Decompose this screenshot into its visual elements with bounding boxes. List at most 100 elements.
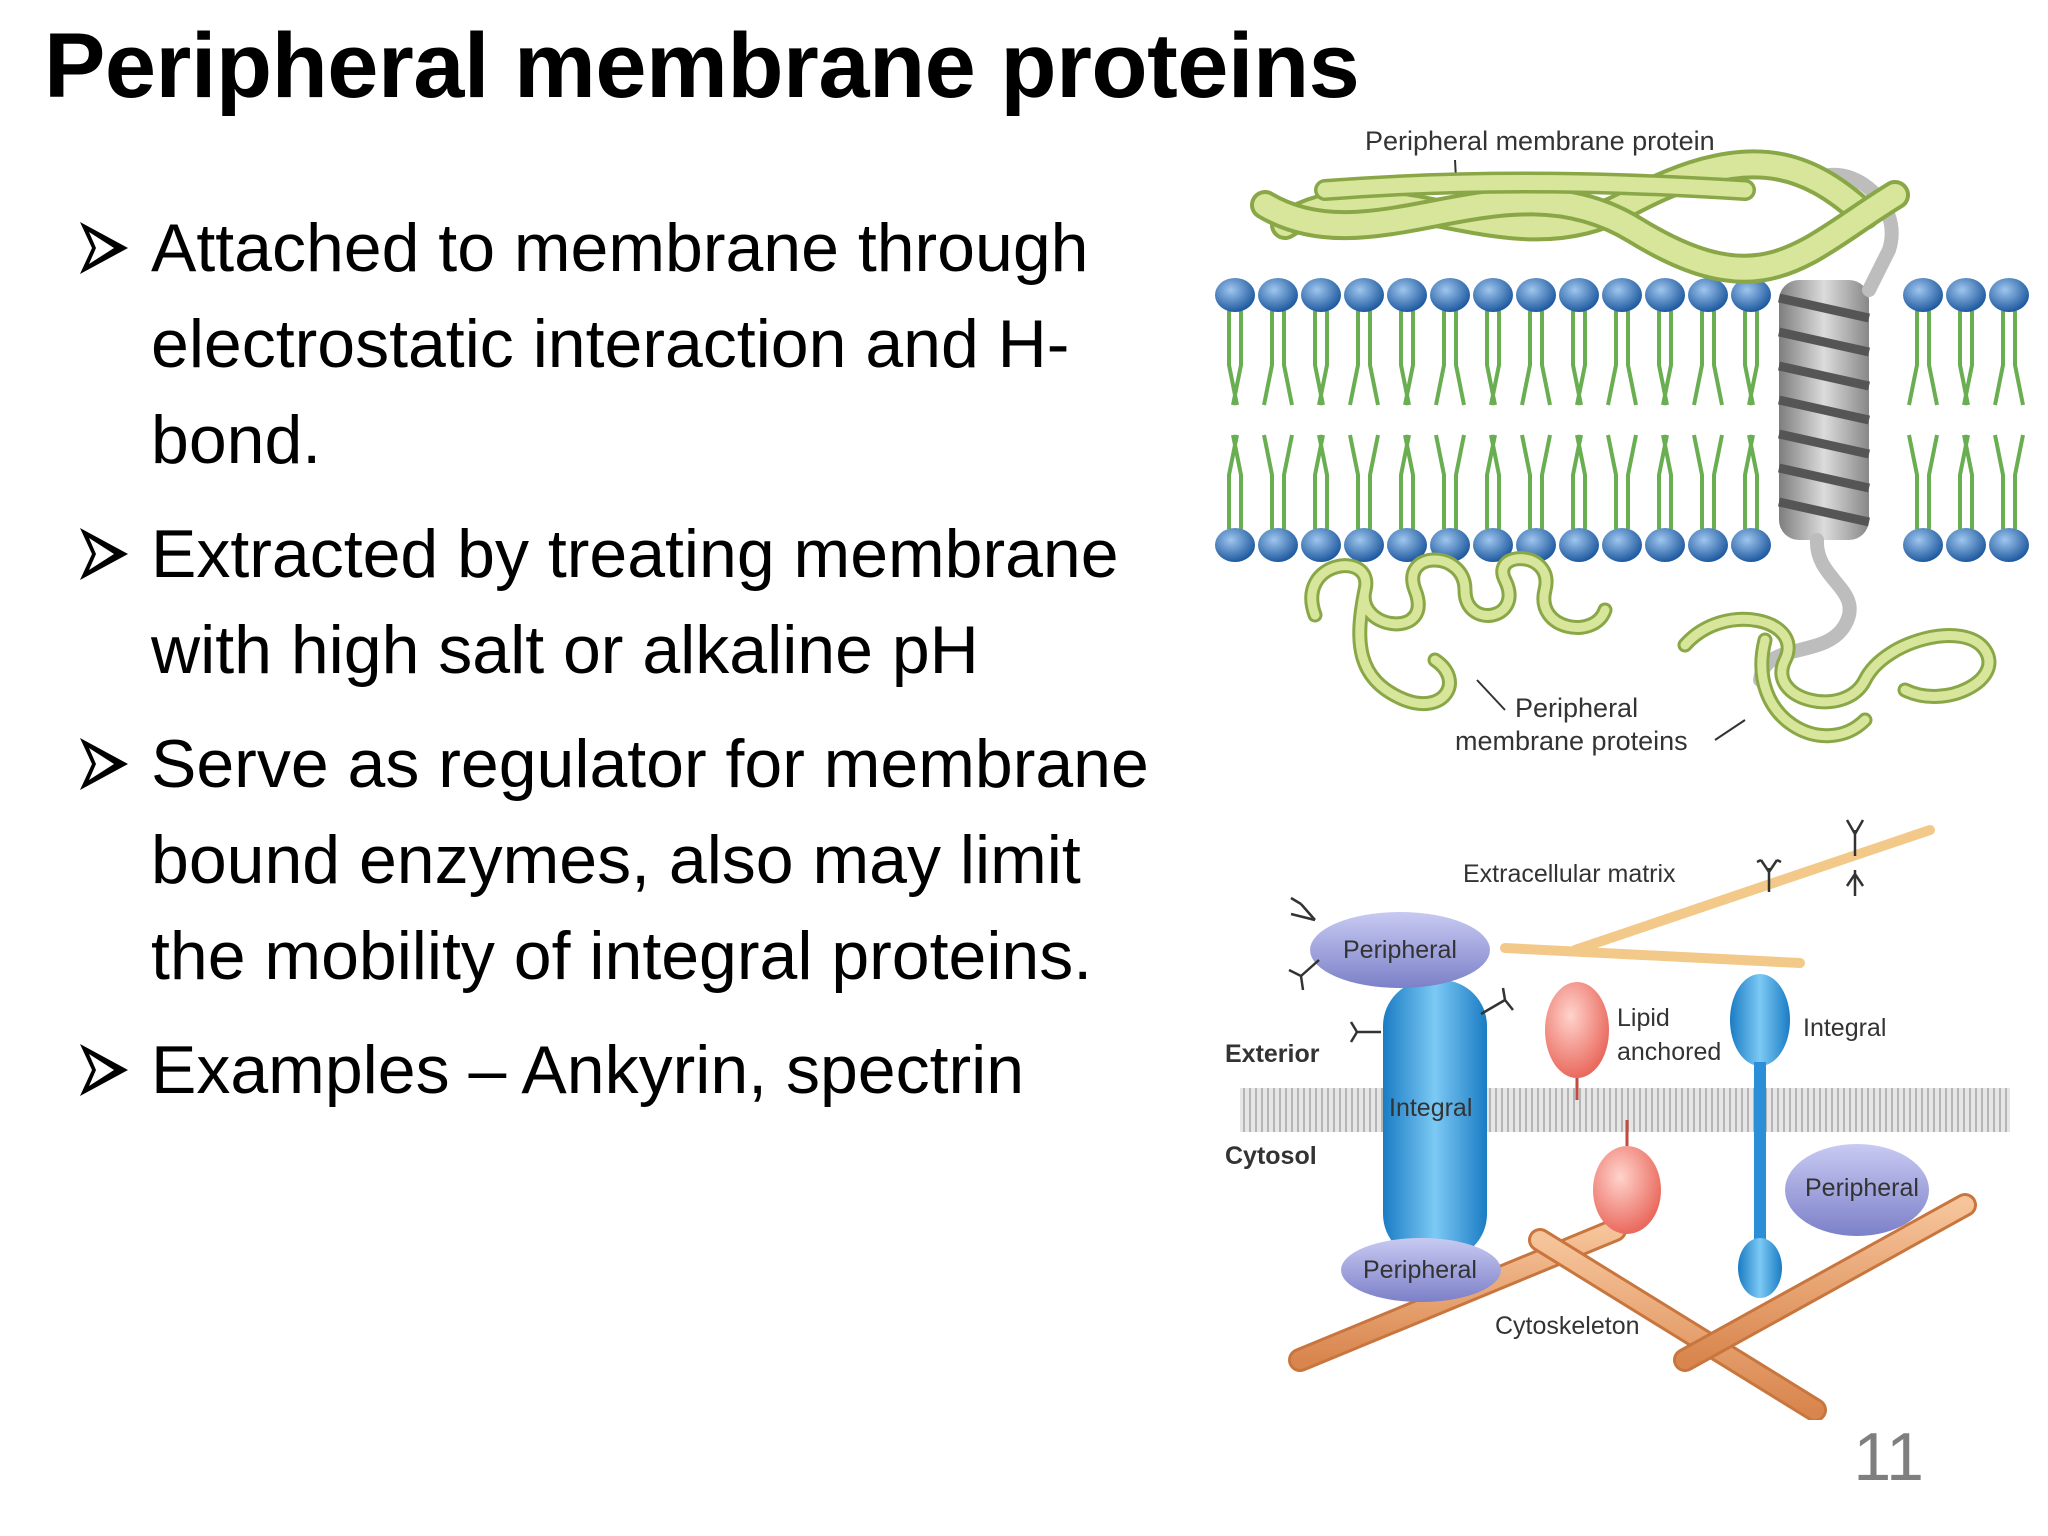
lipid-tail: [1661, 434, 1673, 529]
label-extracellular-matrix: Extracellular matrix: [1463, 860, 1676, 888]
lipid-tail: [1712, 311, 1724, 406]
lipid-tail: [1747, 434, 1759, 529]
lipid-tail: [2013, 311, 2025, 406]
lipid-head: [1903, 278, 1943, 312]
lipid-head: [1731, 278, 1771, 312]
lipid-head: [1301, 278, 1341, 312]
integral-protein-left: [1383, 980, 1487, 1260]
lipid-head: [1344, 528, 1384, 562]
lipid-tail: [1368, 311, 1380, 406]
lipid-head: [1688, 278, 1728, 312]
bullet-item: Extracted by treating membrane with high…: [78, 506, 1158, 698]
lipid-head: [1473, 278, 1513, 312]
lipid-tail: [1626, 434, 1638, 529]
slide-title: Peripheral membrane proteins: [44, 15, 1360, 117]
lipid-tail: [1962, 434, 1974, 529]
label-peripheral: Peripheral: [1515, 693, 1638, 723]
bullet-text: Serve as regulator for membrane bound en…: [151, 726, 1149, 994]
lipid-tail: [1520, 434, 1532, 529]
lipid-head: [1215, 528, 1255, 562]
label-peripheral-bottom: Peripheral: [1363, 1256, 1477, 1284]
lipid-tail: [1540, 311, 1552, 406]
lipid-head: [1258, 528, 1298, 562]
lipid-tail: [1661, 311, 1673, 406]
lipid-head: [1602, 528, 1642, 562]
lipid-tail: [1606, 434, 1618, 529]
lipid-head: [1946, 278, 1986, 312]
arrow-bullet-icon: [80, 1044, 128, 1096]
lipid-head: [1989, 278, 2029, 312]
lipid-tail: [1454, 311, 1466, 406]
lipid-tail: [1927, 434, 1939, 529]
lipid-tail: [1540, 434, 1552, 529]
bullet-text: Extracted by treating membrane with high…: [151, 516, 1119, 688]
peripheral-protein-top: [1250, 149, 1910, 284]
sugar-chain-icons: [1288, 896, 1514, 1043]
page-number: 11: [1853, 1419, 1924, 1495]
lipid-head: [1731, 528, 1771, 562]
lipid-head: [1430, 278, 1470, 312]
bullet-text: Examples – Ankyrin, spectrin: [151, 1032, 1025, 1108]
lipid-head: [1516, 278, 1556, 312]
lipid-tail: [1927, 311, 1939, 406]
lipid-tail: [1282, 434, 1294, 529]
lipid-tail: [2013, 434, 2025, 529]
lipid-tail: [1993, 434, 2005, 529]
bullet-list: Attached to membrane through electrostat…: [78, 200, 1158, 1136]
lipid-tail: [1489, 311, 1501, 406]
lipid-tail: [1434, 311, 1446, 406]
lipid-tail: [1454, 434, 1466, 529]
bullet-text: Attached to membrane through electrostat…: [151, 210, 1089, 478]
label-membrane-proteins: membrane proteins: [1455, 726, 1688, 756]
lipid-tail: [1403, 311, 1415, 406]
label-peripheral-top: Peripheral: [1343, 936, 1457, 964]
lipid-tail: [1231, 311, 1243, 406]
lipid-head: [1258, 278, 1298, 312]
lipid-head: [1387, 278, 1427, 312]
membrane-band: [1240, 1088, 2010, 1132]
label-cytoskeleton: Cytoskeleton: [1495, 1312, 1640, 1340]
label-peripheral-right: Peripheral: [1805, 1174, 1919, 1202]
peripheral-protein-bottom-left: [1304, 551, 1613, 712]
arrow-bullet-icon: [80, 738, 128, 790]
lipid-tail: [1520, 311, 1532, 406]
lipid-head: [1602, 278, 1642, 312]
lipid-heads: [1215, 278, 2029, 562]
label-lipid: Lipid: [1617, 1004, 1670, 1032]
peripheral-protein-bottom-right: [1677, 611, 1997, 744]
lipid-head: [1903, 528, 1943, 562]
bullet-item: Attached to membrane through electrostat…: [78, 200, 1158, 488]
lipid-tail: [1606, 311, 1618, 406]
lipid-head: [1645, 528, 1685, 562]
lipid-tail: [1575, 311, 1587, 406]
arrow-bullet-icon: [80, 528, 128, 580]
lipid-tail: [1907, 311, 1919, 406]
lipid-head: [1688, 528, 1728, 562]
lipid-tail: [1907, 434, 1919, 529]
arrow-bullet-icon: [80, 222, 128, 274]
lipid-tail: [1262, 434, 1274, 529]
label-anchored: anchored: [1617, 1038, 1721, 1066]
peripheral-protein-right: [1785, 1144, 1929, 1236]
bullet-item: Examples – Ankyrin, spectrin: [78, 1022, 1158, 1118]
label-integral-right: Integral: [1803, 1014, 1886, 1042]
lipid-head: [1559, 278, 1599, 312]
lipid-tail: [1434, 434, 1446, 529]
membrane-bilayer-figure: Peripheral membrane protein Peripheral m…: [1215, 126, 2029, 756]
peripheral-protein-top-left: [1310, 912, 1490, 988]
lipid-tail: [1747, 311, 1759, 406]
lipid-head: [1946, 528, 1986, 562]
bullet-item: Serve as regulator for membrane bound en…: [78, 716, 1158, 1004]
lipid-tail: [1368, 434, 1380, 529]
label-peripheral-membrane-protein: Peripheral membrane protein: [1365, 126, 1715, 156]
label-cytosol: Cytosol: [1225, 1142, 1317, 1170]
lipid-head: [1989, 528, 2029, 562]
lipid-tail: [1317, 311, 1329, 406]
label-exterior: Exterior: [1225, 1040, 1320, 1068]
lipid-head: [1301, 528, 1341, 562]
lipid-head: [1344, 278, 1384, 312]
lipid-tail: [1692, 311, 1704, 406]
lipid-head: [1559, 528, 1599, 562]
sugar-chain-icons: [1756, 819, 1865, 896]
membrane-protein-types-figure: Extracellular matrix Exterior Cytosol Pe…: [1225, 819, 2010, 1420]
